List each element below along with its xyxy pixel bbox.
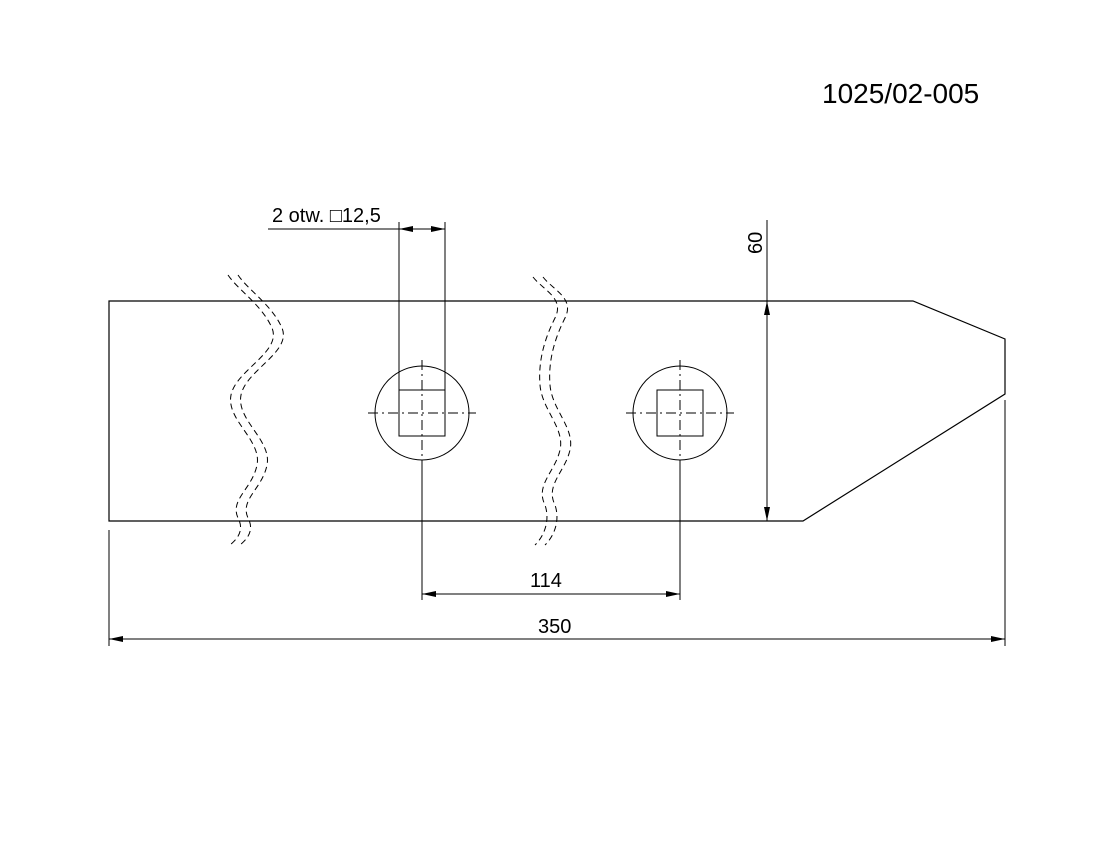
drawing-number: 1025/02-005 [822,78,979,109]
hole-right [626,360,734,470]
hole-note-label: 2 otw. □12,5 [272,205,381,227]
height-dimension: 60 [745,220,770,521]
spacing-dimension-label: 114 [530,570,562,592]
hole-size-dimension: 2 otw. □12,5 [268,205,446,390]
length-dimension: 350 [108,400,1006,646]
break-line-middle [532,276,572,546]
length-dimension-label: 350 [538,616,571,638]
part-outline [108,300,1006,522]
hole-left [368,360,476,470]
spacing-dimension: 114 [421,470,681,600]
height-dimension-label: 60 [745,232,767,254]
break-line-left [227,274,284,546]
